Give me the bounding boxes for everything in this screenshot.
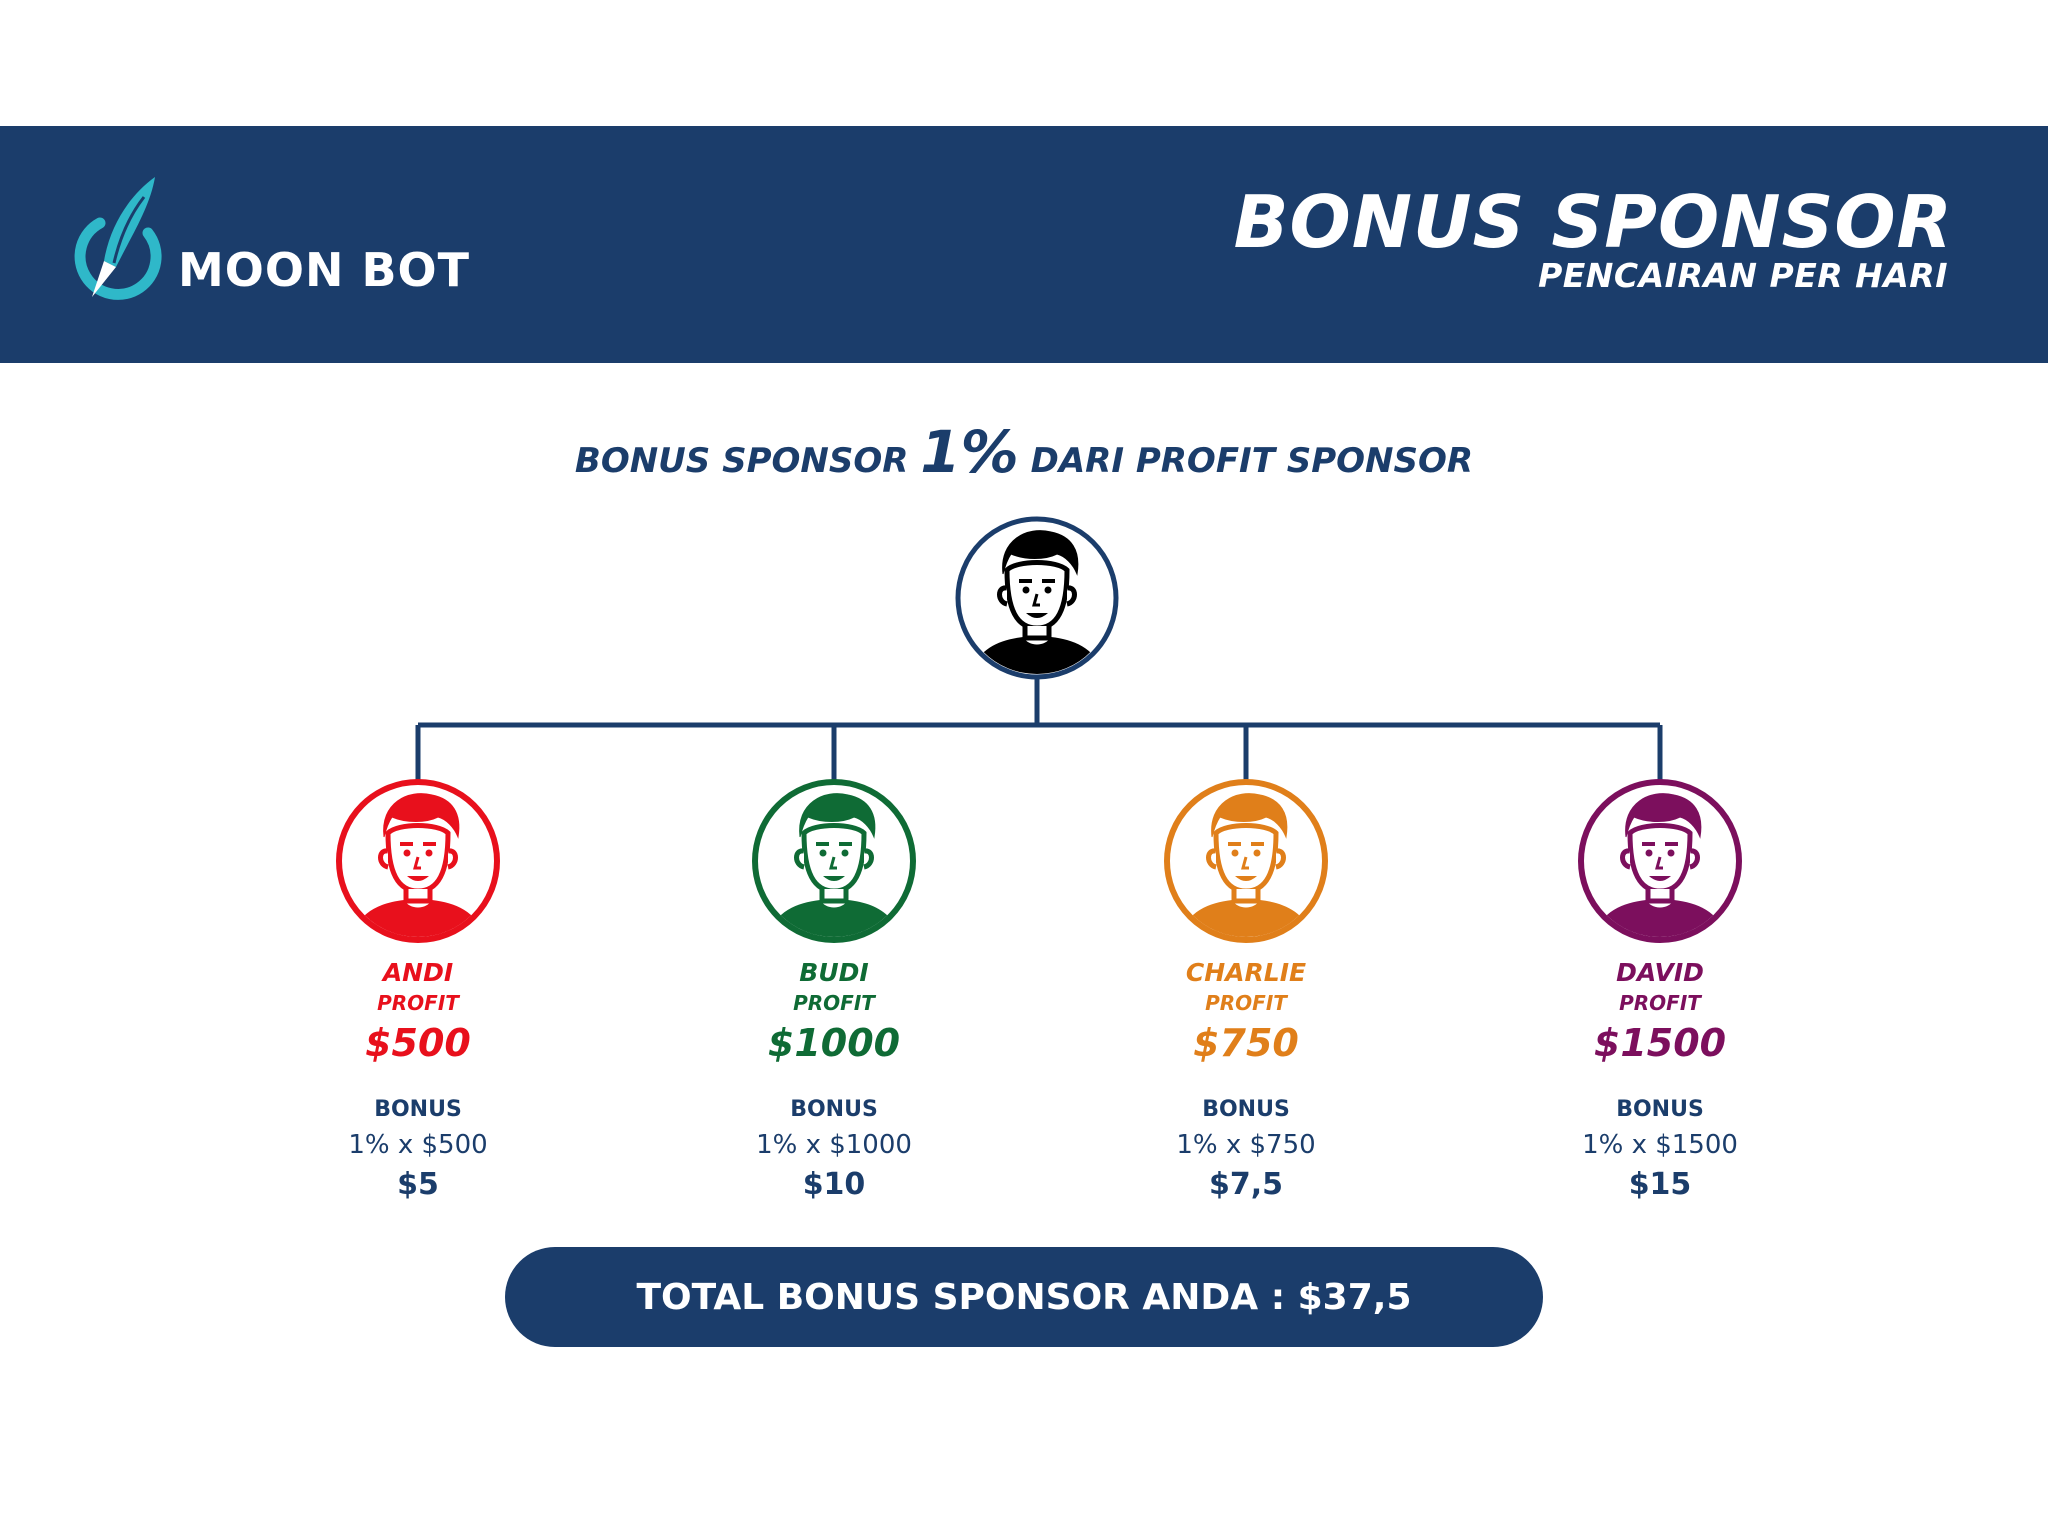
header-banner [0, 126, 2048, 363]
member-name: BUDI [799, 958, 869, 987]
bonus-label: BONUS [374, 1097, 462, 1122]
headline-percent: 1% [920, 418, 1019, 486]
member-charlie: CHARLIE PROFIT $750 BONUS 1% x $750 $7,5 [1086, 957, 1406, 1207]
profit-label: PROFIT [793, 991, 875, 1015]
member-andi: ANDI PROFIT $500 BONUS 1% x $500 $5 [258, 957, 578, 1207]
bonus-calculation: 1% x $1000 [756, 1130, 912, 1160]
bonus-calculation: 1% x $750 [1176, 1130, 1316, 1160]
page-title: BONUS SPONSOR [1233, 180, 1953, 264]
logo-text: MOON BOT [178, 243, 471, 297]
profit-value: $1000 [767, 1021, 901, 1065]
page-subtitle: PENCAIRAN PER HARI [1538, 256, 1948, 295]
tree-connectors [415, 678, 1663, 780]
member-budi: BUDI PROFIT $1000 BONUS 1% x $1000 $10 [674, 957, 994, 1207]
bonus-label: BONUS [1202, 1097, 1290, 1122]
profit-label: PROFIT [1205, 991, 1287, 1015]
profit-value: $500 [365, 1021, 471, 1065]
bonus-calculation: 1% x $500 [348, 1130, 488, 1160]
andi-avatar [336, 779, 500, 943]
budi-avatar [752, 779, 916, 943]
david-avatar [1578, 779, 1742, 943]
bonus-value: $5 [397, 1167, 439, 1202]
sponsor-avatar [955, 516, 1119, 680]
profit-value: $1500 [1593, 1021, 1727, 1065]
profit-label: PROFIT [377, 991, 459, 1015]
total-bonus-banner: TOTAL BONUS SPONSOR ANDA : $37,5 [505, 1247, 1543, 1347]
member-name: DAVID [1616, 958, 1704, 987]
bonus-value: $10 [802, 1167, 866, 1202]
moon-bot-logo: MOON BOT [70, 175, 469, 315]
charlie-avatar [1164, 779, 1328, 943]
bonus-label: BONUS [790, 1097, 878, 1122]
bonus-calculation: 1% x $1500 [1582, 1130, 1738, 1160]
member-name: CHARLIE [1185, 958, 1307, 987]
bonus-label: BONUS [1616, 1097, 1704, 1122]
headline: BONUS SPONSOR 1% DARI PROFIT SPONSOR [0, 418, 2048, 486]
headline-part1: BONUS SPONSOR [574, 441, 921, 481]
bonus-value: $15 [1628, 1167, 1692, 1202]
bonus-value: $7,5 [1208, 1167, 1284, 1202]
profit-label: PROFIT [1619, 991, 1701, 1015]
headline-part2: DARI PROFIT SPONSOR [1018, 441, 1474, 481]
rocket-logo-icon [74, 177, 162, 300]
member-david: DAVID PROFIT $1500 BONUS 1% x $1500 $15 [1500, 957, 1820, 1207]
profit-value: $750 [1193, 1021, 1299, 1065]
member-name: ANDI [382, 958, 454, 987]
